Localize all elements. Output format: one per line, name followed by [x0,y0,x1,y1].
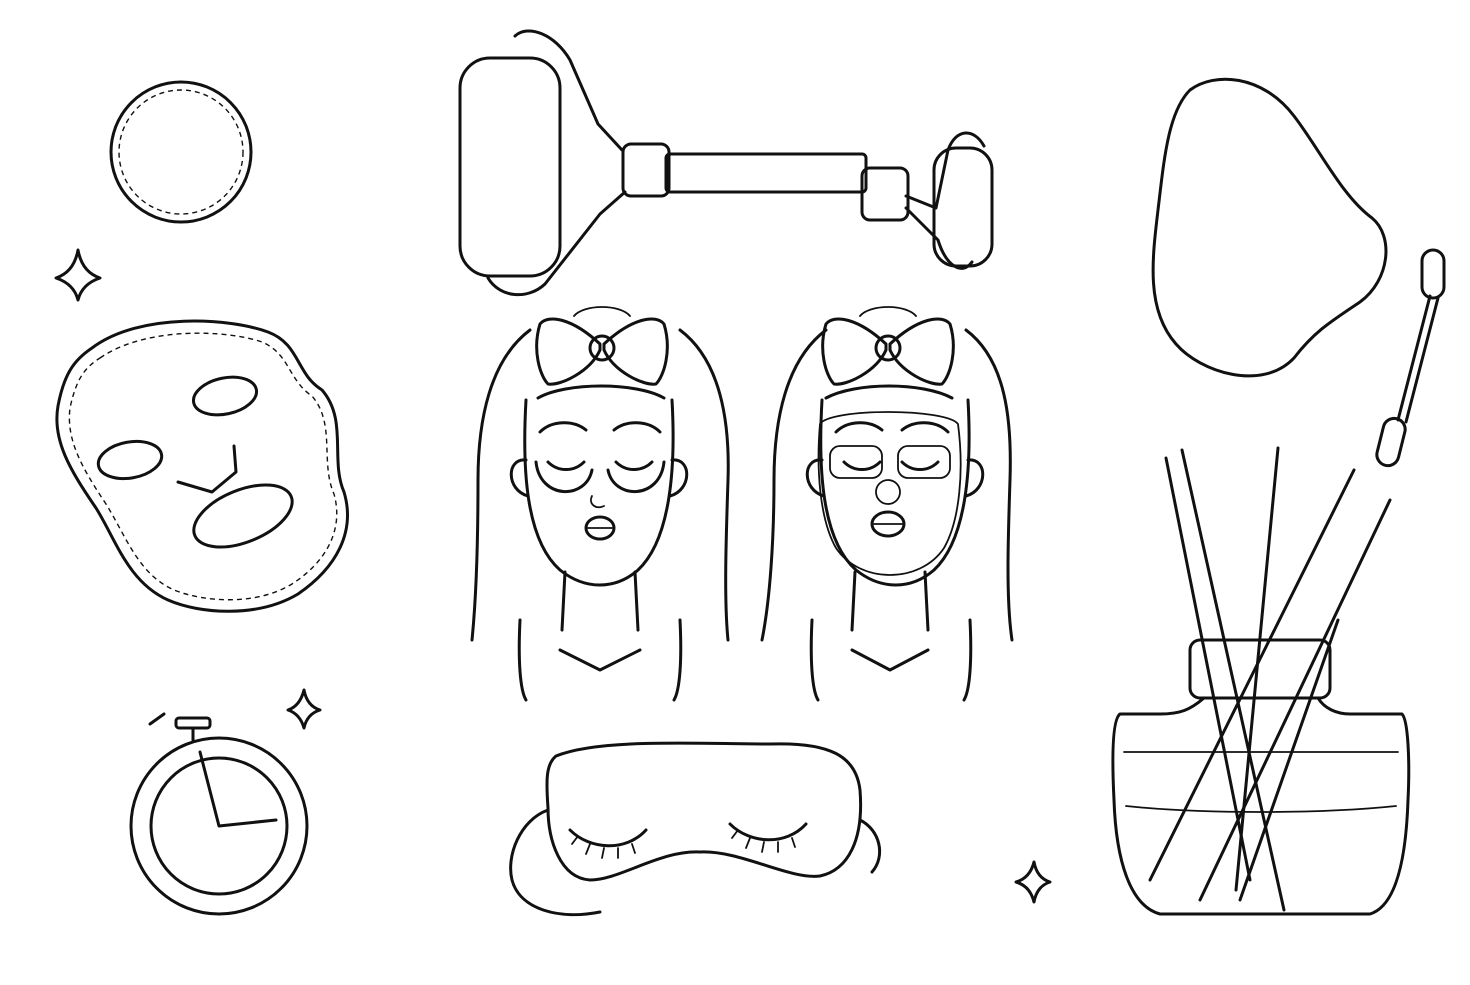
sleep-mask-icon [509,741,882,917]
face-roller-icon [458,29,994,297]
gua-sha-icon [1151,77,1388,378]
stopwatch-icon [129,712,309,916]
woman-eye-patches-icon [470,306,730,702]
cotton-pad-icon [109,80,253,224]
sparkle-icon [286,688,322,730]
cotton-swab-icon [1375,248,1446,468]
woman-face-mask-icon [760,306,1014,702]
sparkle-icon [1014,860,1052,904]
sheet-mask-icon [55,319,349,613]
sparkle-icon [54,248,102,302]
reed-diffuser-icon [1111,446,1411,916]
